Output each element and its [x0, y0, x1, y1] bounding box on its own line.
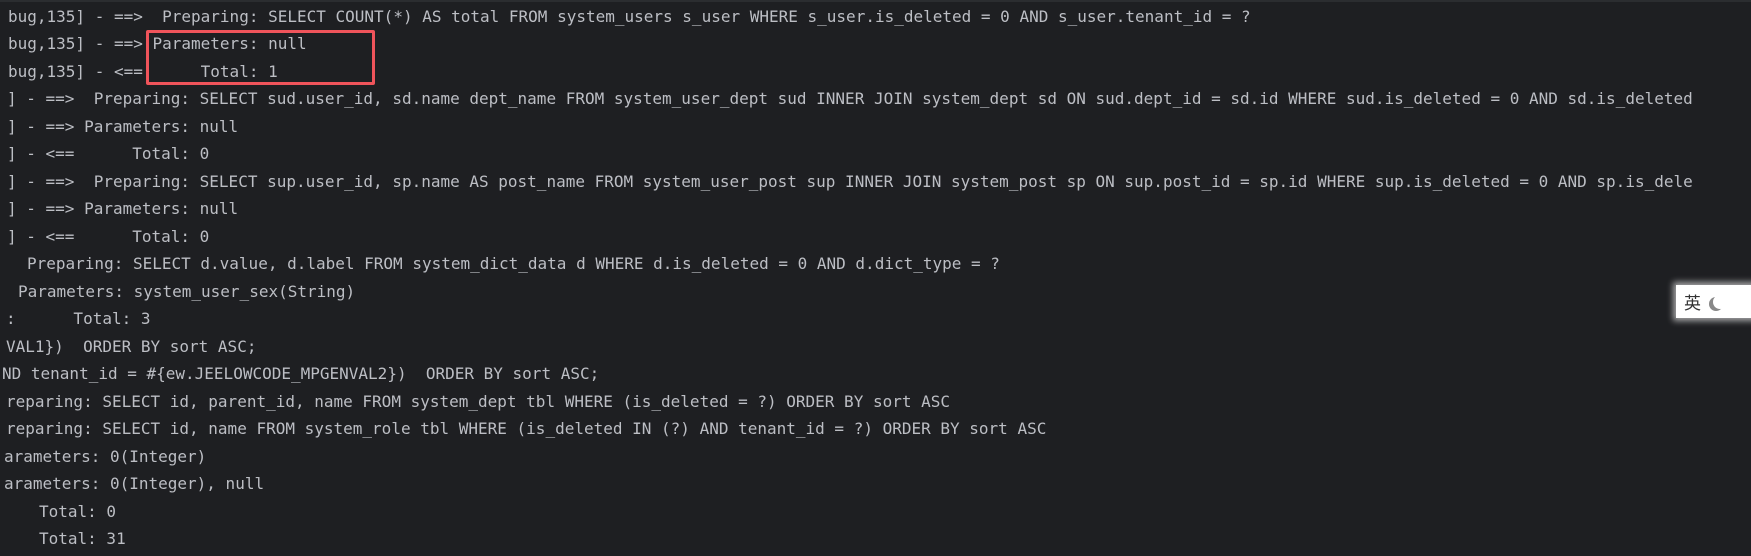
log-line: ] - <== Total: 0	[7, 227, 210, 246]
log-line: Parameters: system_user_sex(String)	[18, 282, 356, 301]
ime-mode-label[interactable]: 英	[1684, 294, 1701, 314]
log-line: ] - ==> Parameters: null	[7, 199, 239, 218]
log-line: ] - ==> Preparing: SELECT sud.user_id, s…	[7, 89, 1693, 108]
log-line: ND tenant_id = #{ew.JEELOWCODE_MPGENVAL2…	[2, 364, 600, 383]
log-line: Total: 0	[39, 502, 117, 521]
log-line: arameters: 0(Integer)	[4, 447, 207, 466]
highlight-box	[146, 30, 375, 85]
log-line: ] - ==> Parameters: null	[7, 117, 239, 136]
log-line: Preparing: SELECT d.value, d.label FROM …	[27, 254, 1000, 273]
log-line: bug,135] - <== Total: 1	[8, 62, 278, 81]
log-line: ] - ==> Preparing: SELECT sup.user_id, s…	[7, 172, 1693, 191]
log-line: : Total: 3	[6, 309, 151, 328]
log-line: Total: 31	[39, 529, 126, 548]
log-line: ] - <== Total: 0	[7, 144, 210, 163]
log-line: reparing: SELECT id, name FROM system_ro…	[6, 419, 1047, 438]
log-line: VAL1}) ORDER BY sort ASC;	[6, 337, 257, 356]
log-line: bug,135] - ==> Parameters: null	[8, 34, 307, 53]
log-line: bug,135] - ==> Preparing: SELECT COUNT(*…	[8, 7, 1251, 26]
log-line: reparing: SELECT id, parent_id, name FRO…	[6, 392, 951, 411]
ime-status-widget[interactable]: 英	[1676, 285, 1751, 318]
moon-icon	[1713, 295, 1727, 309]
console-top-border	[0, 0, 1751, 2]
log-line: arameters: 0(Integer), null	[4, 474, 265, 493]
